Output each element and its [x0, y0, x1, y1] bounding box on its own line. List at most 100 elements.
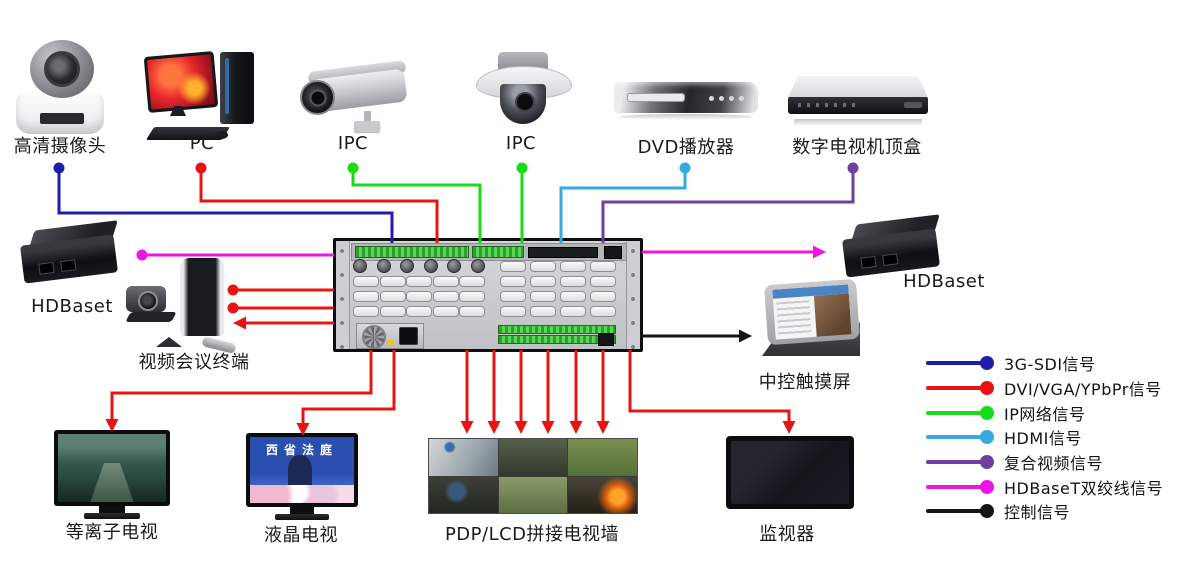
wire-matrix-to-wall-6 — [596, 350, 610, 434]
wire-endpoint-dot-icon — [847, 162, 859, 174]
wire-endpoint-dot-icon — [53, 162, 65, 174]
label-video-conference: 视频会议终端 — [138, 352, 250, 373]
label-hd-camera: 高清摄像头 — [13, 136, 107, 157]
pc-image — [143, 51, 258, 140]
legend-label: IP网络信号 — [1004, 404, 1086, 424]
legend-row-hdmi: HDMI信号 — [926, 425, 1176, 450]
bnc-row — [353, 259, 485, 273]
arrowhead-icon — [460, 421, 474, 434]
wall-cell — [498, 439, 568, 476]
wire-matrix-to-hdbaset-right — [642, 245, 826, 259]
vc-camera — [126, 286, 166, 312]
legend-dot-icon — [980, 356, 994, 371]
wire-dvd-to-matrix — [559, 162, 691, 243]
arrowhead-icon — [813, 245, 826, 259]
touch-panel-image — [756, 278, 866, 360]
lcd-screen: 西省法庭 — [250, 437, 354, 503]
video-wall-image — [428, 438, 638, 514]
legend-line — [926, 381, 994, 396]
connector-row — [500, 260, 616, 272]
legend-row-ip: IP网络信号 — [926, 400, 1176, 425]
arrowhead-icon — [782, 421, 796, 434]
terminal-block — [498, 335, 616, 344]
legend-dot-icon — [980, 381, 994, 396]
wire-stb-to-matrix — [601, 162, 859, 243]
arrowhead-icon — [596, 421, 610, 434]
label-hdbaset-left: HDBaset — [31, 296, 113, 317]
wire-vc-terminal-to-matrix-2 — [227, 302, 334, 314]
legend-row-sdi: 3G-SDI信号 — [926, 351, 1176, 376]
legend-dot-icon — [980, 430, 994, 445]
legend-line — [926, 479, 994, 494]
legend-label: HDMI信号 — [1004, 429, 1082, 449]
rj45-port — [598, 333, 614, 346]
rj45-port — [38, 261, 55, 275]
matrix-switcher-image — [333, 238, 643, 352]
wire-endpoint-dot-icon — [679, 162, 691, 174]
legend-row-dvi: DVI/VGA/YPbPr信号 — [926, 376, 1176, 401]
pc-tower — [220, 52, 254, 124]
legend-row-composite: 复合视频信号 — [926, 450, 1176, 475]
plasma-screen — [58, 434, 166, 502]
wire-matrix-to-wall-2 — [487, 350, 501, 434]
stb-logo — [904, 102, 922, 108]
legend-dot-icon — [980, 455, 994, 470]
legend-label: HDBaseT双绞线信号 — [1004, 478, 1164, 498]
wire-endpoint-dot-icon — [347, 162, 359, 174]
wire-vc-terminal-to-matrix-1 — [227, 284, 334, 296]
wire-matrix-to-lcd-tv — [296, 350, 396, 436]
wire-matrix-to-wall-4 — [541, 350, 555, 434]
legend-line — [926, 430, 994, 445]
terminal-block — [472, 246, 524, 258]
legend-label: 复合视频信号 — [1004, 454, 1104, 474]
wire-matrix-to-vc-terminal — [233, 316, 334, 330]
rack-ear — [336, 241, 350, 349]
legend-label: 控制信号 — [1004, 503, 1071, 523]
wire-endpoint-dot-icon — [516, 162, 528, 174]
camera-lens-icon — [44, 51, 80, 87]
legend-row-hdbaset: HDBaseT双绞线信号 — [926, 474, 1176, 499]
wall-cell — [429, 439, 498, 476]
monitor-screen — [731, 441, 849, 504]
wall-cell — [568, 476, 637, 513]
video-conference-terminal-image — [125, 258, 237, 354]
wire-ipc-dome-to-matrix — [516, 162, 528, 243]
vc-codec — [180, 258, 224, 336]
wire-matrix-to-wall-3 — [514, 350, 528, 434]
label-dvd-player: DVD播放器 — [637, 137, 735, 158]
label-lcd-tv: 液晶电视 — [264, 525, 338, 546]
vc-camera-lens-icon — [138, 291, 158, 311]
lcd-screen-text: 西省法庭 — [265, 443, 338, 457]
connector-row — [500, 305, 616, 317]
label-hdbaset-right: HDBaset — [903, 271, 985, 292]
label-video-wall: PDP/LCD拼接电视墙 — [444, 524, 620, 545]
wall-cell — [498, 476, 568, 513]
pc-monitor — [143, 51, 219, 113]
legend-dot-icon — [980, 479, 994, 494]
power-supply — [356, 323, 424, 349]
wire-matrix-to-touch-panel — [643, 329, 752, 343]
legend-line — [926, 356, 994, 371]
terminal-block — [498, 325, 616, 334]
label-set-top-box: 数字电视机顶盒 — [792, 137, 922, 158]
label-monitor: 监视器 — [759, 524, 815, 545]
bullet-lens-icon — [300, 80, 335, 115]
connector-row — [353, 290, 485, 302]
camera-head — [30, 40, 94, 98]
label-touch-panel: 中控触摸屏 — [758, 372, 852, 393]
matrix-top-slot — [351, 243, 627, 261]
arrowhead-icon — [541, 421, 555, 434]
camera-front-panel — [40, 113, 84, 124]
legend-dot-icon — [980, 504, 994, 519]
legend-line — [926, 504, 994, 519]
rj45-port — [860, 255, 877, 269]
rack-ear — [626, 241, 640, 349]
set-top-box-image — [788, 76, 930, 126]
arrowhead-icon — [514, 421, 528, 434]
wire-endpoint-dot-icon — [195, 162, 207, 174]
wall-cell — [568, 439, 637, 476]
stb-buttons — [798, 103, 856, 107]
monitor-image — [726, 436, 854, 509]
arrowhead-icon — [569, 421, 583, 434]
legend-dot-icon — [980, 405, 994, 420]
